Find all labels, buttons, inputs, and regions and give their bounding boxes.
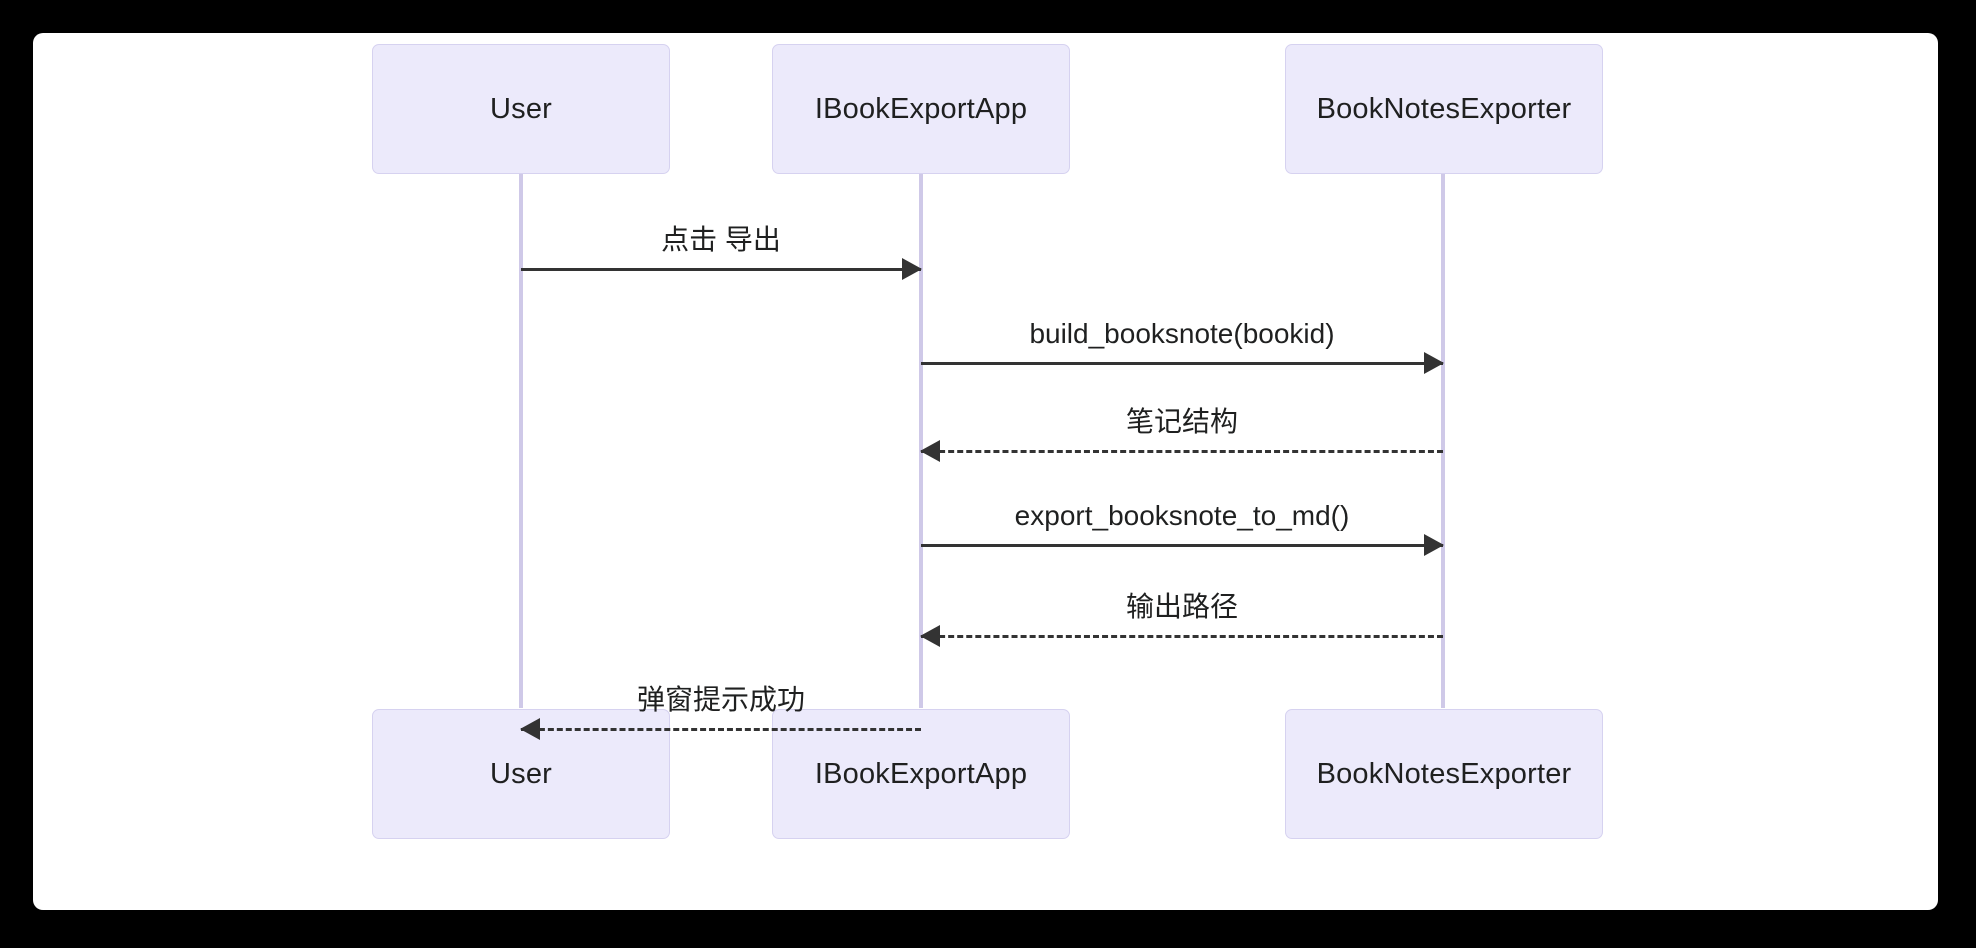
participant-label: IBookExportApp (814, 92, 1028, 125)
lifeline-user (519, 143, 523, 708)
participant-label: BookNotesExporter (1316, 92, 1572, 125)
message-label: 笔记结构 (1125, 405, 1238, 437)
arrowhead-icon (1424, 351, 1444, 374)
message-line (921, 635, 1443, 638)
arrowhead-icon (920, 439, 940, 462)
arrowhead-icon (902, 257, 922, 280)
message-label: export_booksnote_to_md() (1014, 499, 1350, 531)
participant-app-top[interactable]: IBookExportApp (772, 44, 1070, 174)
participant-exporter-top[interactable]: BookNotesExporter (1285, 44, 1603, 174)
arrowhead-icon (1424, 533, 1444, 556)
message-label: build_booksnote(bookid) (1029, 317, 1335, 349)
participant-label: User (489, 92, 553, 125)
participant-label: User (489, 757, 553, 790)
participant-label: IBookExportApp (814, 757, 1028, 790)
arrowhead-icon (920, 624, 940, 647)
message-label: 点击 导出 (661, 223, 781, 255)
message-line (921, 362, 1443, 365)
message-line (521, 268, 921, 271)
lifeline-app (919, 143, 923, 708)
message-label: 弹窗提示成功 (636, 683, 805, 715)
arrowhead-icon (520, 717, 540, 740)
participant-user-top[interactable]: User (372, 44, 670, 174)
message-line (921, 544, 1443, 547)
message-line (521, 728, 921, 731)
message-label: 输出路径 (1125, 590, 1238, 622)
lifeline-exporter (1441, 143, 1445, 708)
participant-exporter-bot[interactable]: BookNotesExporter (1285, 709, 1603, 839)
participant-label: BookNotesExporter (1316, 757, 1572, 790)
message-line (921, 450, 1443, 453)
